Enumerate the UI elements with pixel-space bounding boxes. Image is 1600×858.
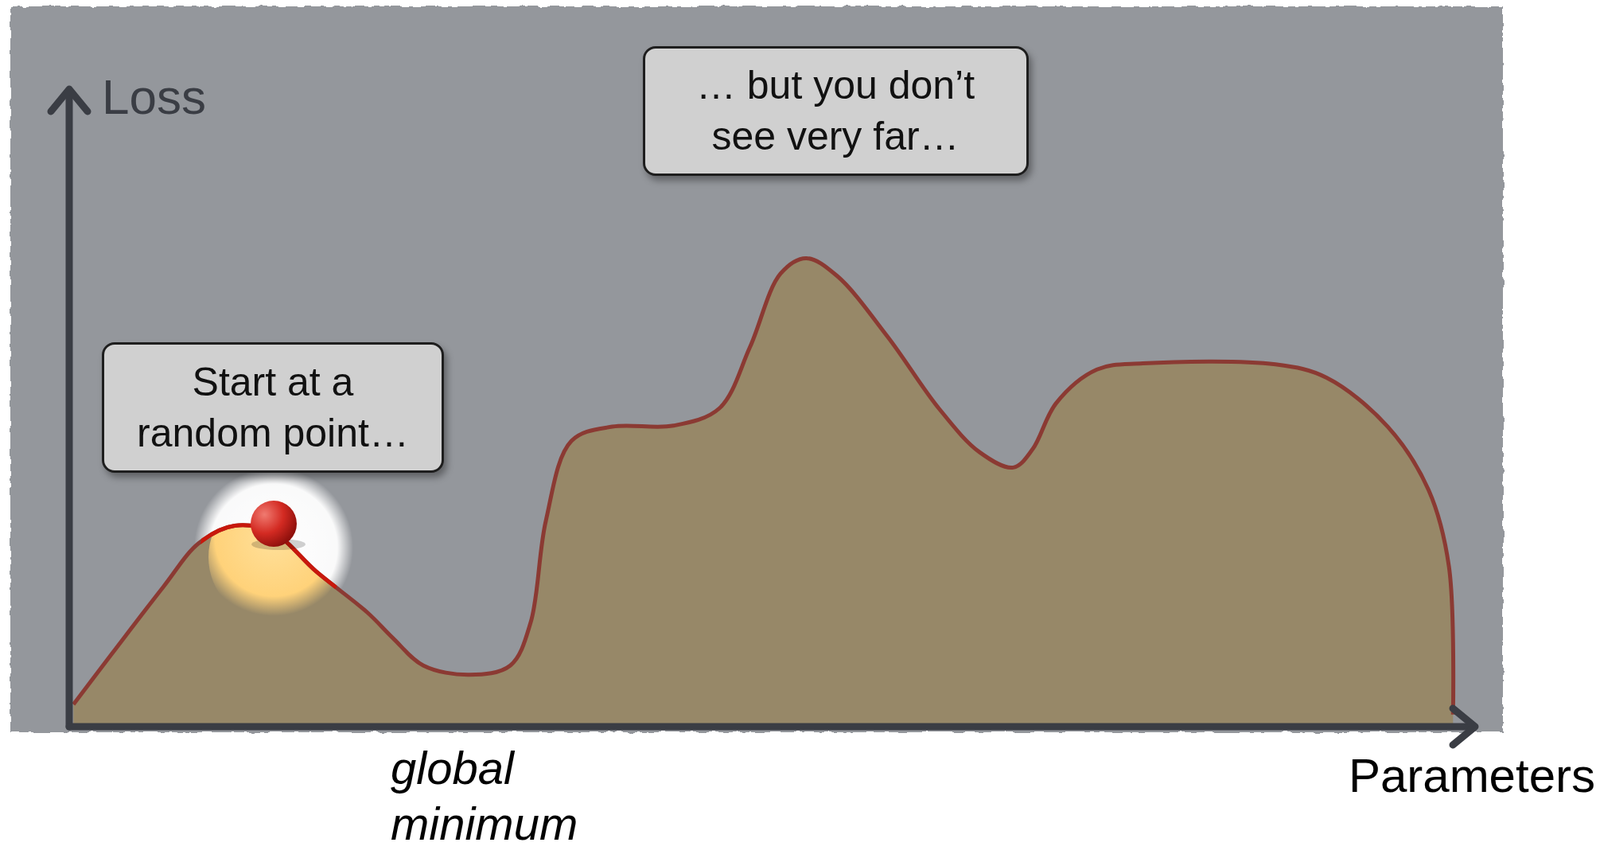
- background-panel: [10, 6, 1503, 732]
- tick: [422, 724, 425, 729]
- y-axis: [66, 90, 74, 727]
- tick: [852, 724, 854, 729]
- tick: [966, 724, 969, 729]
- tick: [1167, 724, 1169, 729]
- tick: [1339, 724, 1341, 729]
- tick: [479, 724, 482, 729]
- tick: [823, 724, 826, 729]
- callout-box: Start at a random point…: [101, 342, 444, 473]
- tick: [537, 724, 539, 729]
- tick: [1424, 724, 1427, 729]
- tick: [1138, 724, 1141, 729]
- tick: [164, 724, 167, 729]
- tick: [622, 724, 625, 729]
- callout-text: … but you don’t see very far…: [668, 59, 1003, 162]
- tick: [1195, 724, 1198, 729]
- loss-curve: [73, 257, 1453, 714]
- tick: [107, 724, 110, 729]
- tick: [794, 724, 797, 729]
- tick: [1253, 724, 1255, 729]
- tick: [1396, 724, 1398, 729]
- x-axis: [69, 723, 1474, 731]
- tick: [1281, 724, 1284, 729]
- tick: [651, 724, 654, 729]
- loss-terrain: [73, 257, 1453, 727]
- ball: [250, 500, 297, 547]
- tick: [995, 724, 997, 729]
- tick: [193, 724, 195, 729]
- tick: [221, 724, 224, 729]
- tick: [279, 724, 281, 729]
- axis-ticks: [79, 724, 1426, 729]
- tick: [307, 724, 310, 729]
- tick: [78, 724, 81, 729]
- tick: [1109, 724, 1112, 729]
- tick: [1224, 724, 1227, 729]
- axes: [50, 89, 1476, 745]
- visible-region: [208, 491, 339, 623]
- tick: [766, 724, 768, 729]
- annotation-label: global minimum: [390, 739, 630, 852]
- axis-label: Parameters: [1348, 747, 1596, 803]
- tick: [365, 724, 367, 729]
- tick: [680, 724, 682, 729]
- callout-text: Start at a random point…: [121, 356, 425, 459]
- tick: [136, 724, 138, 729]
- tick: [1052, 724, 1055, 729]
- tick: [393, 724, 396, 729]
- tick: [1081, 724, 1083, 729]
- tick: [708, 724, 711, 729]
- tick: [880, 724, 883, 729]
- tick: [451, 724, 453, 729]
- tick: [250, 724, 253, 729]
- x-axis-arrowhead: [1452, 708, 1476, 745]
- tick: [565, 724, 568, 729]
- axis-label: Loss: [101, 68, 207, 125]
- tick: [1023, 724, 1026, 729]
- tick: [938, 724, 940, 729]
- tick: [909, 724, 911, 729]
- tick: [336, 724, 339, 729]
- tick: [1367, 724, 1370, 729]
- tick: [594, 724, 596, 729]
- tick: [1310, 724, 1312, 729]
- tick: [737, 724, 740, 729]
- callout-box: … but you don’t see very far…: [642, 46, 1029, 176]
- tick: [508, 724, 510, 729]
- visible-curve: [73, 257, 1453, 714]
- y-axis-arrowhead: [50, 89, 88, 112]
